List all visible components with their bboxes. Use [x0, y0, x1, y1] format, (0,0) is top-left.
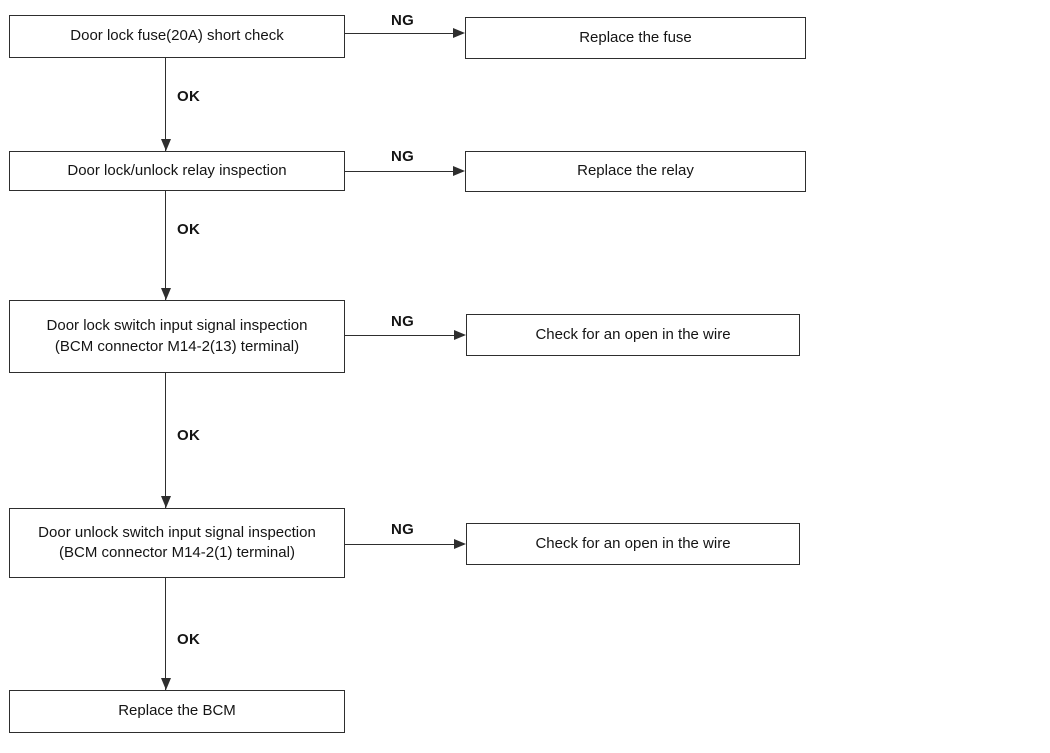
ok-label-3: OK [177, 427, 201, 444]
result-box-replace-fuse: Replace the fuse [465, 17, 806, 59]
result-box-replace-relay: Replace the relay [465, 151, 806, 192]
ng-label-3: NG [391, 313, 415, 330]
ng-arrow-2 [345, 166, 465, 176]
result-label: Replace the fuse [579, 28, 692, 46]
step-label: Door lock fuse(20A) short check [70, 27, 284, 45]
final-box-replace-bcm: Replace the BCM [9, 690, 345, 733]
ok-label-2: OK [177, 221, 201, 238]
step-box-fuse-check: Door lock fuse(20A) short check [9, 15, 345, 58]
step-box-relay-inspection: Door lock/unlock relay inspection [9, 151, 345, 191]
ng-label-1: NG [391, 12, 415, 29]
ok-label-4: OK [177, 631, 201, 648]
step-box-unlock-switch-signal: Door unlock switch input signal inspecti… [9, 508, 345, 578]
ok-arrow-1 [161, 58, 171, 151]
step-label: Door lock/unlock relay inspection [67, 161, 287, 179]
step-label: Door lock switch input signal inspection… [46, 317, 308, 355]
ng-arrow-4 [345, 539, 466, 549]
ok-arrow-2 [161, 191, 171, 300]
ng-label-2: NG [391, 148, 415, 165]
step-label: Door unlock switch input signal inspecti… [38, 523, 316, 561]
result-label: Check for an open in the wire [535, 325, 731, 343]
result-box-open-wire-2: Check for an open in the wire [466, 523, 800, 565]
ok-arrow-3 [161, 373, 171, 508]
ng-arrow-3 [345, 330, 466, 340]
ng-arrow-1 [345, 28, 465, 38]
step-box-lock-switch-signal: Door lock switch input signal inspection… [9, 300, 345, 373]
final-label: Replace the BCM [118, 702, 236, 720]
result-label: Replace the relay [577, 162, 694, 180]
ok-label-1: OK [177, 88, 201, 105]
ng-label-4: NG [391, 521, 415, 538]
ok-arrow-4 [161, 578, 171, 690]
result-label: Check for an open in the wire [535, 534, 731, 552]
result-box-open-wire-1: Check for an open in the wire [466, 314, 800, 356]
